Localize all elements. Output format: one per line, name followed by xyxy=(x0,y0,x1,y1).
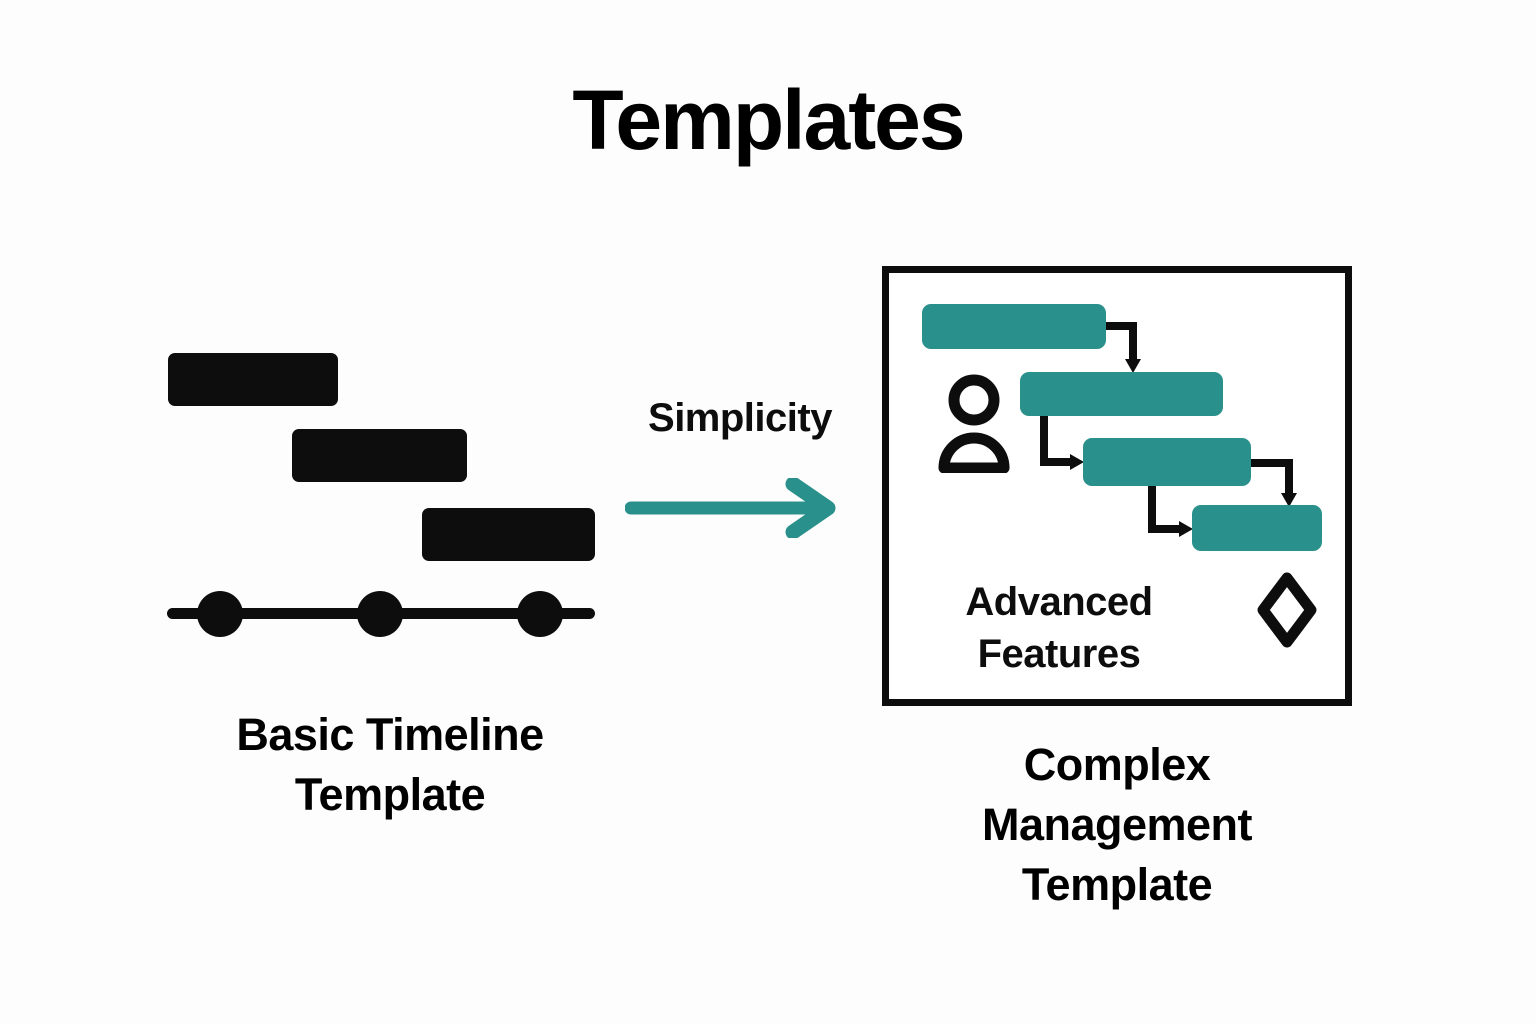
right-arrow-icon xyxy=(625,478,836,538)
advanced-features-line-2: Features xyxy=(977,632,1141,676)
complex-template-caption: Complex Management Template xyxy=(882,735,1352,915)
diamond-milestone-icon xyxy=(1257,572,1317,648)
basic-timeline-template-graphic xyxy=(150,330,620,650)
person-icon xyxy=(938,374,1010,473)
advanced-features-label: Advanced Features xyxy=(914,576,1204,680)
simplicity-label: Simplicity xyxy=(648,396,832,440)
complex-task-bar-2 xyxy=(1020,372,1223,416)
complex-template-caption-line-1: Complex xyxy=(1023,739,1211,790)
complex-task-bar-1 xyxy=(922,304,1106,349)
complex-task-bar-3 xyxy=(1083,438,1251,486)
complex-task-bar-4 xyxy=(1192,505,1322,551)
timeline-milestone-node-2 xyxy=(357,591,403,637)
timeline-milestone-node-3 xyxy=(517,591,563,637)
basic-task-bar-1 xyxy=(168,353,338,406)
page-title: Templates xyxy=(572,73,965,167)
basic-template-caption-line-1: Basic Timeline xyxy=(236,709,544,760)
complex-template-caption-line-2: Management xyxy=(981,798,1253,850)
complex-management-template-graphic: Advanced Features xyxy=(882,266,1352,706)
complex-template-caption-line-3: Template xyxy=(1021,858,1213,910)
advanced-features-line-1: Advanced xyxy=(965,580,1153,624)
timeline-milestone-node-1 xyxy=(197,591,243,637)
basic-template-caption: Basic Timeline Template xyxy=(110,705,670,825)
basic-template-caption-line-2: Template xyxy=(294,768,486,820)
basic-task-bar-3 xyxy=(422,508,595,561)
basic-task-bar-2 xyxy=(292,429,467,482)
